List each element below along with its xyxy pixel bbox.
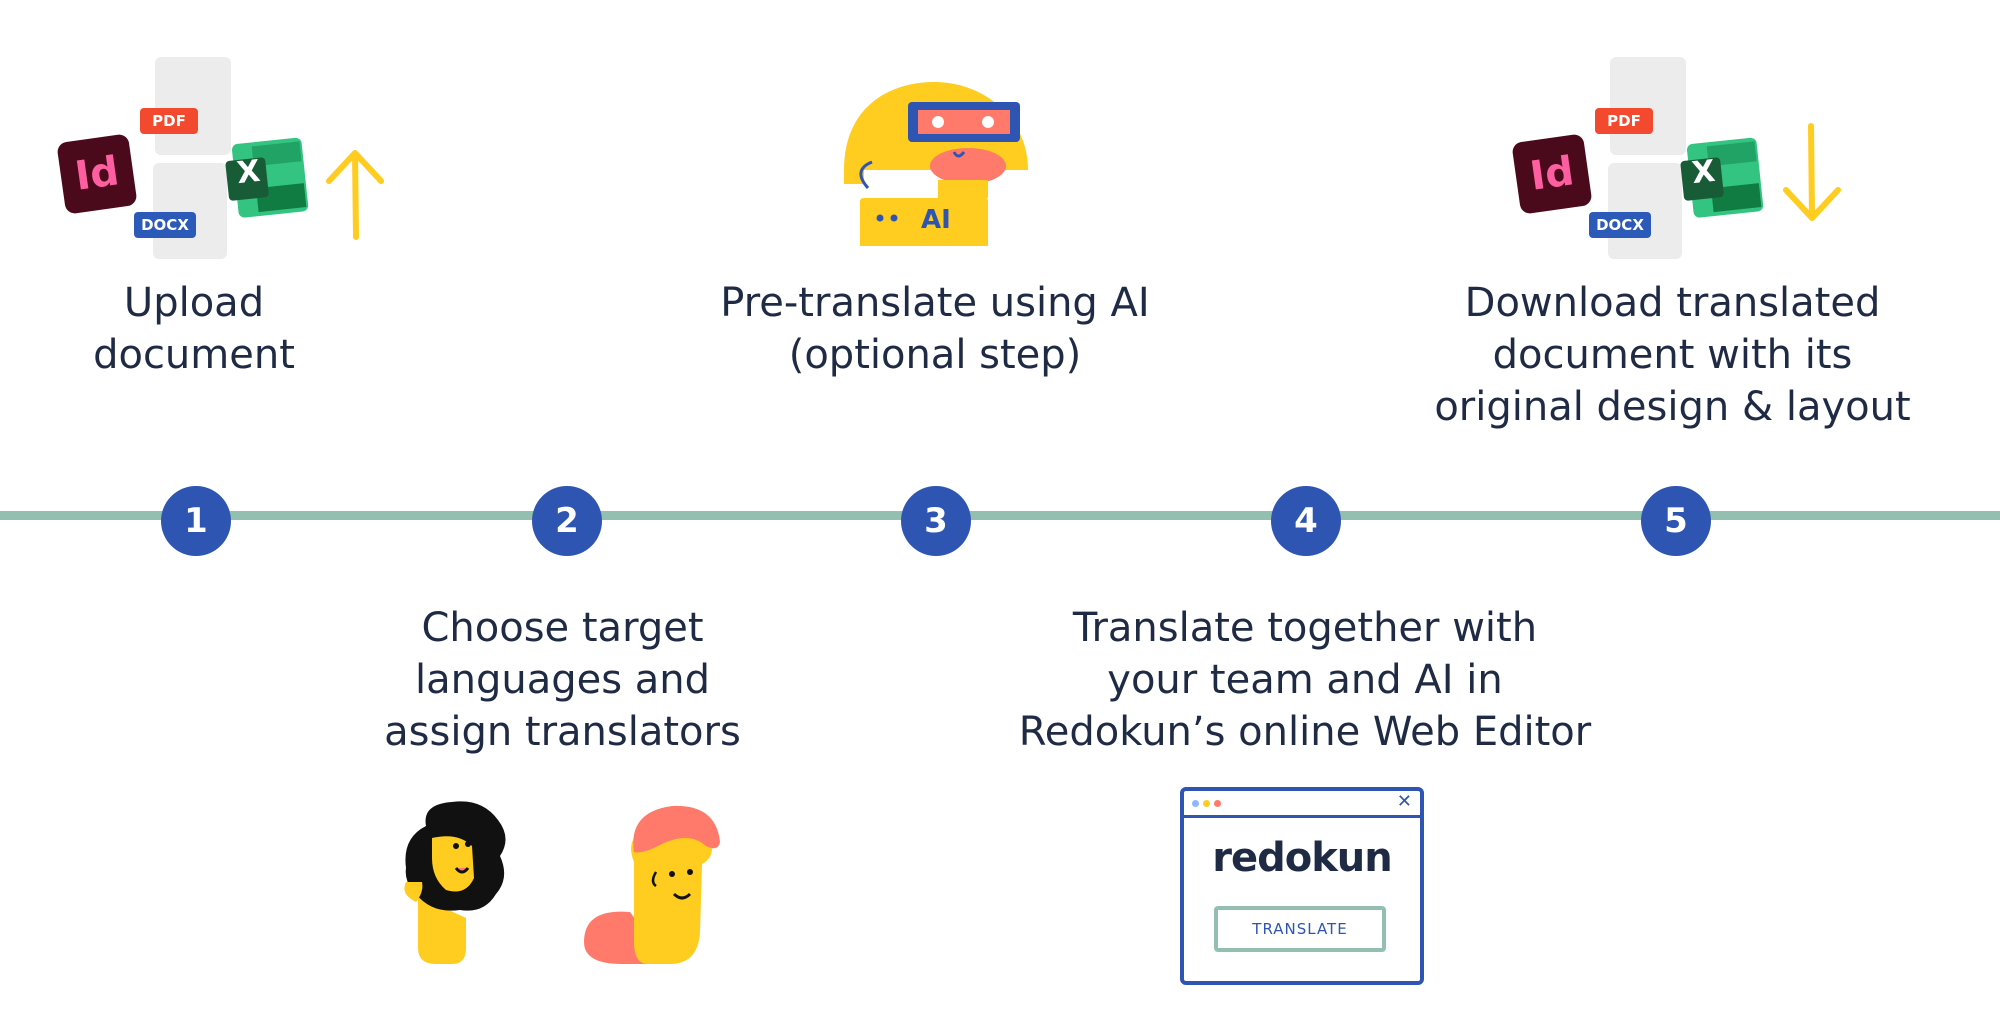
caption-line: assign translators xyxy=(384,709,741,755)
window-dot-icon xyxy=(1192,800,1199,807)
excel-icon xyxy=(1680,137,1764,218)
caption-line: original design & layout xyxy=(1434,384,1911,430)
step-4-caption: Translate together with your team and AI… xyxy=(1010,602,1600,758)
step-number: 1 xyxy=(184,501,208,541)
step-1-caption: Upload document xyxy=(44,277,344,381)
pdf-badge: PDF xyxy=(140,108,198,134)
caption-line: Choose target xyxy=(421,605,704,651)
arrow-up-icon xyxy=(326,150,384,240)
robot-chest-label: AI xyxy=(921,205,951,235)
caption-line: document with its xyxy=(1492,332,1853,378)
step-number: 3 xyxy=(924,501,948,541)
caption-line: Upload xyxy=(123,280,265,326)
step-number: 2 xyxy=(555,501,579,541)
caption-line: (optional step) xyxy=(788,332,1082,378)
caption-line: Download translated xyxy=(1464,280,1881,326)
pdf-badge: PDF xyxy=(1595,108,1653,134)
step-4-circle: 4 xyxy=(1271,486,1341,556)
caption-line: Pre-translate using AI xyxy=(720,280,1150,326)
robot-illustration xyxy=(844,82,1028,246)
step-number: 4 xyxy=(1294,501,1318,541)
upload-file-icons: PDF DOCX Id X xyxy=(55,55,395,265)
indesign-icon: Id xyxy=(56,133,138,215)
translator-man-illustration xyxy=(404,801,506,964)
step-2-circle: 2 xyxy=(532,486,602,556)
step-2-caption: Choose target languages and assign trans… xyxy=(370,602,755,758)
step-1-circle: 1 xyxy=(161,486,231,556)
step-number: 5 xyxy=(1664,501,1688,541)
caption-line: languages and xyxy=(414,657,711,703)
arrow-down-icon xyxy=(1783,123,1841,221)
docx-icon xyxy=(153,163,227,259)
excel-icon xyxy=(225,137,309,218)
window-dot-icon xyxy=(1214,800,1221,807)
pdf-icon xyxy=(155,57,231,155)
step-5-caption: Download translated document with its or… xyxy=(1410,277,1935,433)
step-5-circle: 5 xyxy=(1641,486,1711,556)
indesign-icon: Id xyxy=(1511,133,1593,215)
close-icon: ✕ xyxy=(1396,791,1412,812)
pdf-icon xyxy=(1610,57,1686,155)
caption-line: Translate together with xyxy=(1072,605,1538,651)
timeline-line xyxy=(0,511,2000,520)
docx-badge: DOCX xyxy=(1589,212,1651,238)
translate-button[interactable]: TRANSLATE xyxy=(1214,906,1386,952)
docx-badge: DOCX xyxy=(134,212,196,238)
excel-letter: X xyxy=(1690,153,1717,192)
translator-woman-illustration xyxy=(584,805,720,964)
editor-brand: redokun xyxy=(1212,835,1393,881)
window-titlebar: ✕ xyxy=(1184,791,1420,818)
caption-line: document xyxy=(93,332,295,378)
excel-letter: X xyxy=(235,153,262,192)
window-dot-icon xyxy=(1203,800,1210,807)
download-file-icons: PDF DOCX Id X xyxy=(1510,55,1850,265)
step-3-caption: Pre-translate using AI (optional step) xyxy=(660,277,1210,381)
browser-window-illustration: ✕ redokun TRANSLATE xyxy=(1180,787,1424,985)
caption-line: Redokun’s online Web Editor xyxy=(1018,709,1592,755)
docx-icon xyxy=(1608,163,1682,259)
caption-line: your team and AI in xyxy=(1107,657,1503,703)
step-3-circle: 3 xyxy=(901,486,971,556)
